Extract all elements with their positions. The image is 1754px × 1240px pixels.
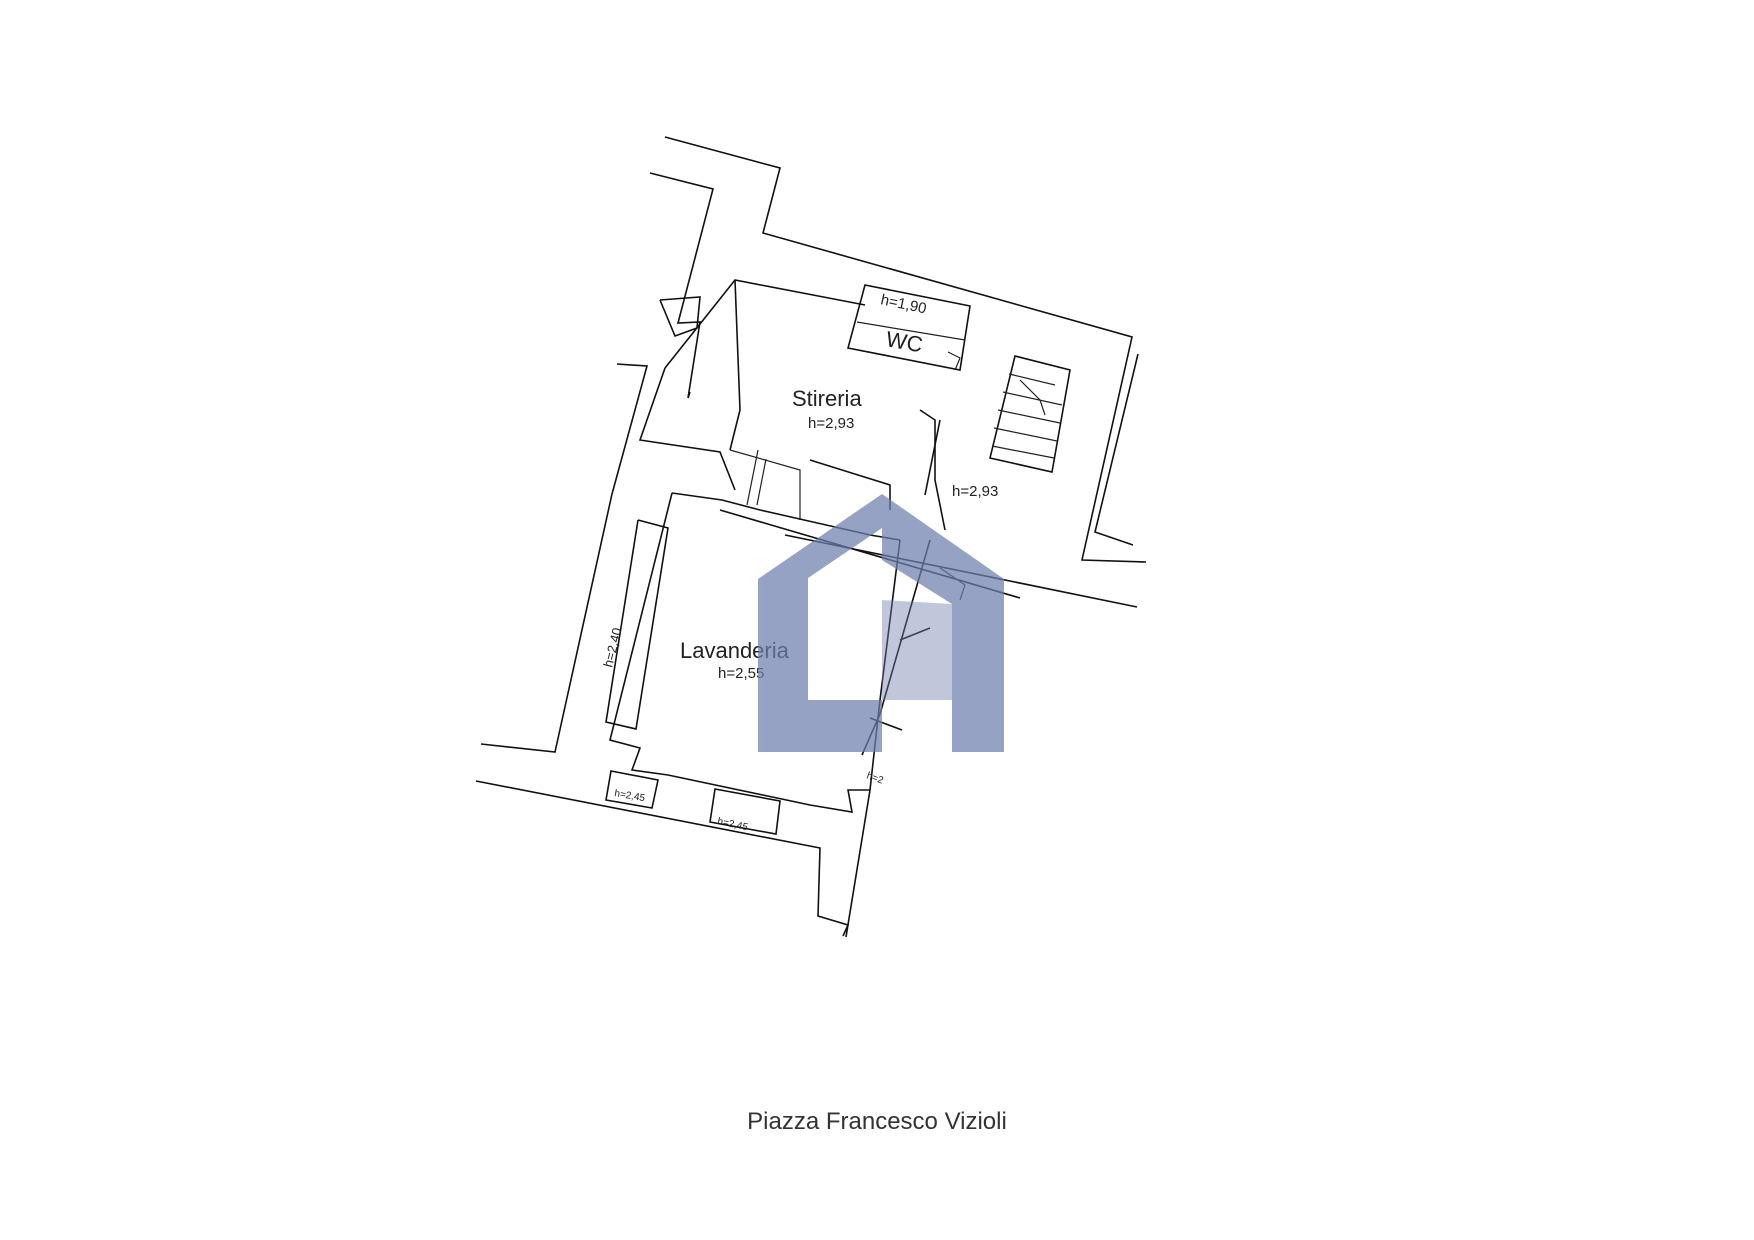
room-wc [847, 284, 971, 371]
street-caption: Piazza Francesco Vizioli [747, 1108, 1007, 1135]
room-height-stireria: h=2,93 [808, 415, 854, 432]
logo-left-part [758, 494, 882, 752]
room-height-wc: h=1,90 [879, 291, 928, 317]
house-logo-icon [758, 494, 1004, 752]
room-stireria [638, 279, 946, 531]
window-recesses [605, 770, 781, 835]
wall-height-label: h=2,40 [600, 626, 624, 669]
outer-walls [475, 136, 1147, 938]
logo-inner-part [882, 600, 952, 700]
logo-right-part [882, 494, 1004, 752]
room-height-lavanderia: h=2,55 [718, 665, 764, 682]
room-name-stireria: Stireria [792, 386, 862, 411]
room-name-wc: WC [884, 326, 925, 357]
staircase [989, 355, 1071, 473]
stair-area-height: h=2,93 [952, 483, 998, 500]
small-height-label: h=2 [865, 770, 885, 786]
window-label-1: h=2,45 [613, 788, 646, 804]
